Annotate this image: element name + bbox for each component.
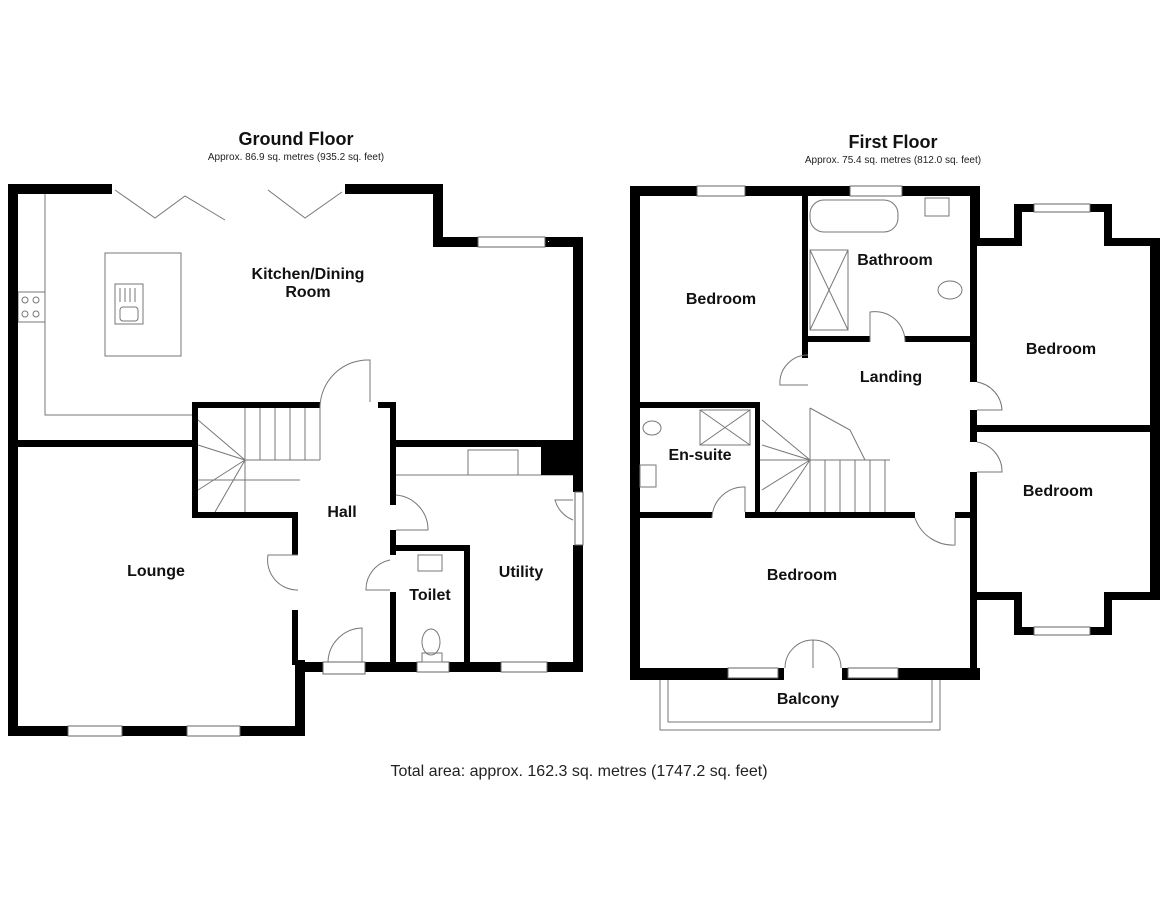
first-floor-area: Approx. 75.4 sq. metres (812.0 sq. feet) xyxy=(805,155,981,166)
window xyxy=(416,661,450,673)
door-swing xyxy=(976,381,1003,411)
room-label-utility: Utility xyxy=(499,564,544,581)
room-label-landing: Landing xyxy=(860,369,922,386)
door-swing xyxy=(869,311,906,343)
total-area: Total area: approx. 162.3 sq. metres (17… xyxy=(390,763,767,780)
door-swing xyxy=(319,359,371,409)
balcony-railing xyxy=(659,680,941,731)
room-label-hall: Hall xyxy=(327,504,356,521)
bifold-door-right xyxy=(267,189,343,219)
front-door xyxy=(322,661,366,675)
door-swing xyxy=(395,494,429,531)
ground-floor-plan: Ground Floor Approx. 86.9 sq. metres (93… xyxy=(8,129,584,737)
utility-sink-icon xyxy=(467,449,519,476)
ground-floor-area: Approx. 86.9 sq. metres (935.2 sq. feet) xyxy=(208,152,384,163)
window xyxy=(186,725,241,737)
room-label-bathroom: Bathroom xyxy=(857,252,933,269)
door-swing xyxy=(365,559,391,591)
ensuite-basin-icon xyxy=(639,464,657,488)
kitchen-island xyxy=(104,252,182,357)
ensuite-shower-icon xyxy=(699,409,751,446)
window xyxy=(1033,203,1091,213)
window xyxy=(67,725,123,737)
bath-icon xyxy=(809,199,899,233)
door-swing xyxy=(554,499,574,521)
door-swing xyxy=(976,441,1003,473)
door-swing xyxy=(779,354,809,386)
room-label-bedroom-2: Bedroom xyxy=(1026,341,1096,358)
first-floor-title: First Floor xyxy=(849,132,938,152)
room-label-kitchen-2: Room xyxy=(285,284,330,301)
shower-icon xyxy=(809,249,849,331)
ensuite-wc-icon xyxy=(642,420,662,436)
room-label-bedroom-1: Bedroom xyxy=(686,291,756,308)
door-swing xyxy=(914,517,956,546)
window xyxy=(1033,626,1091,636)
room-label-en-suite: En-suite xyxy=(668,447,731,464)
window xyxy=(727,667,779,679)
window xyxy=(500,661,548,673)
wc-icon xyxy=(937,280,963,300)
room-label-bedroom-main: Bedroom xyxy=(767,567,837,584)
room-label-bedroom-3: Bedroom xyxy=(1023,483,1093,500)
bifold-door-left xyxy=(114,189,226,221)
sink-icon xyxy=(114,283,144,325)
room-label-lounge: Lounge xyxy=(127,563,185,580)
window xyxy=(477,236,546,248)
room-label-kitchen: Kitchen/Dining xyxy=(252,266,365,283)
staircase xyxy=(197,408,321,513)
door-swing xyxy=(711,486,746,519)
door-swing xyxy=(784,639,842,669)
ground-floor-title: Ground Floor xyxy=(239,129,354,149)
hob-icon xyxy=(17,291,46,323)
basin-icon xyxy=(924,197,950,217)
balcony-doors xyxy=(784,668,842,680)
utility-door xyxy=(574,491,584,546)
room-label-toilet: Toilet xyxy=(409,587,451,604)
first-floor-plan: First Floor Approx. 75.4 sq. metres (812… xyxy=(630,132,1160,731)
door-swing xyxy=(267,554,299,591)
window xyxy=(847,667,899,679)
room-label-balcony: Balcony xyxy=(777,691,839,708)
door-swing xyxy=(327,627,363,663)
window xyxy=(849,185,903,197)
kitchen-counter xyxy=(44,194,192,416)
staircase xyxy=(760,407,890,513)
window xyxy=(696,185,746,197)
wc-icon xyxy=(421,628,441,656)
basin-icon xyxy=(417,554,443,572)
